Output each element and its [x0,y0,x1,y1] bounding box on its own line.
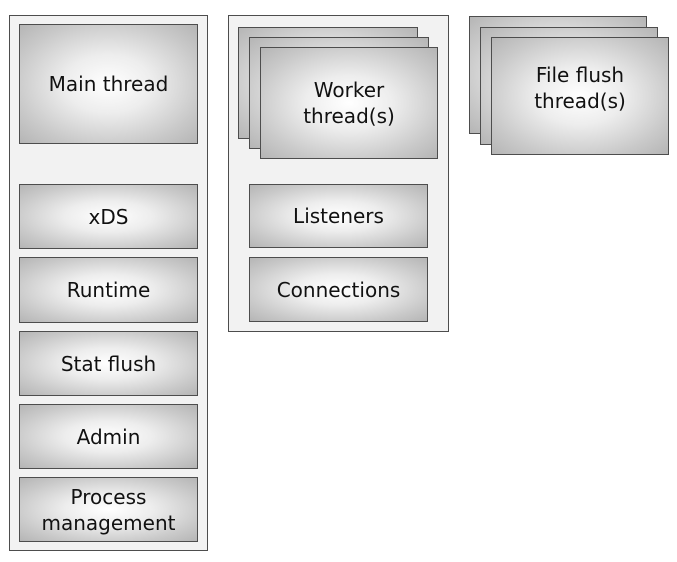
admin-box: Admin [19,404,198,469]
connections-box: Connections [249,257,428,322]
worker-thread-box: Worker thread(s) [260,47,438,159]
file-flush-thread-box: File flush thread(s) [491,37,669,155]
xds-box: xDS [19,184,198,249]
main-thread-box: Main thread [19,24,198,144]
process-management-box: Process management [19,477,198,542]
runtime-box: Runtime [19,257,198,323]
listeners-box: Listeners [249,184,428,248]
stat-flush-box: Stat flush [19,331,198,396]
